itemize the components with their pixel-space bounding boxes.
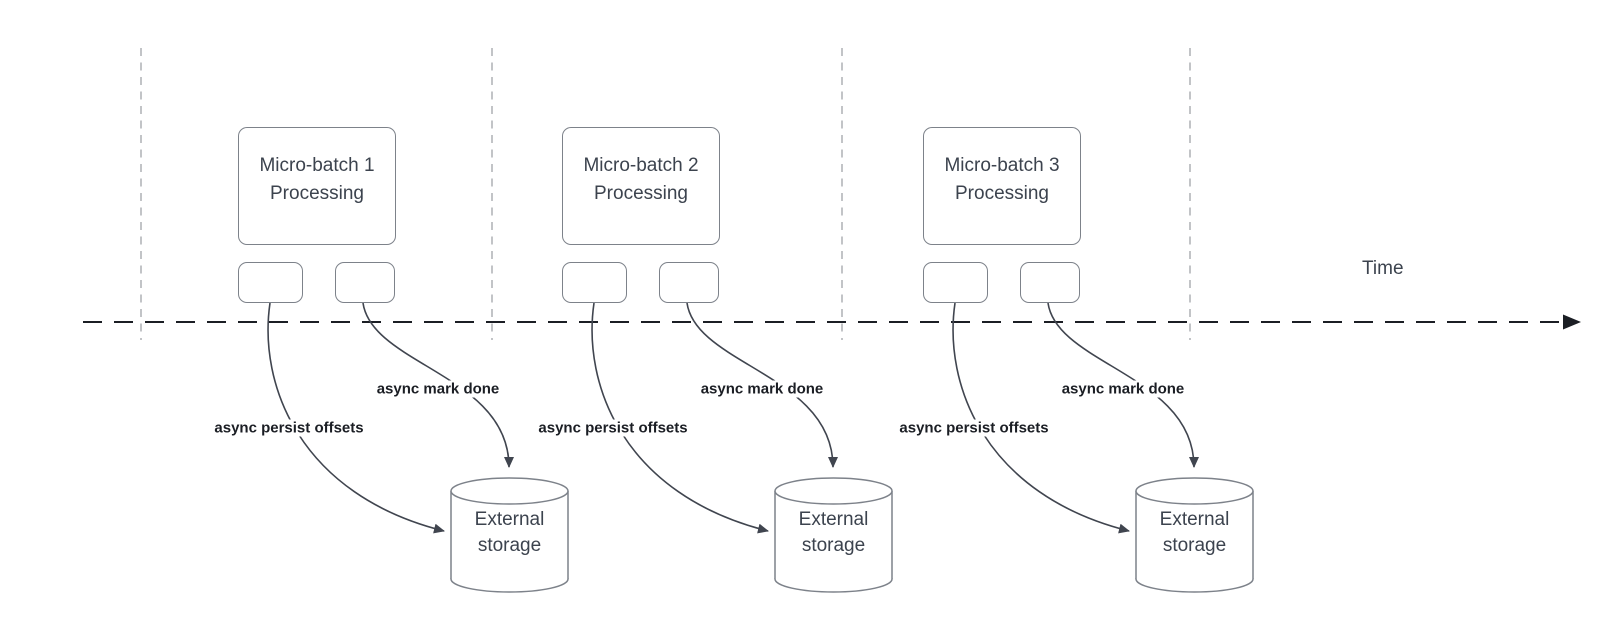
external-storage-label-line1: External	[798, 509, 869, 530]
external-storage-label-line2: storage	[1162, 535, 1227, 556]
storage-cylinders	[450, 477, 1254, 593]
micro-batch-box-3: Micro-batch 3 Processing	[923, 127, 1081, 245]
micro-batch-title-line1: Micro-batch 3	[944, 155, 1060, 176]
micro-batch-title-line1: Micro-batch 2	[583, 155, 699, 176]
external-storage-cylinder-sides-1	[450, 491, 569, 579]
time-axis-label: Time	[1362, 258, 1404, 279]
batch-window-dividers	[140, 48, 1191, 340]
time-axis-arrowhead-icon	[1563, 314, 1581, 330]
mark-done-arrow-2	[686, 302, 838, 468]
mark-done-task-box-2	[659, 262, 719, 303]
mark-done-label-2: async mark done	[697, 380, 827, 398]
persist-offsets-label-1: async persist offsets	[211, 419, 367, 437]
offsets-task-box-2	[562, 262, 627, 303]
external-storage-cylinder-top-3	[1135, 477, 1254, 505]
micro-batch-title-line1: Micro-batch 1	[259, 155, 375, 176]
external-storage-cylinder-body-1	[451, 490, 568, 579]
micro-batch-box-1: Micro-batch 1 Processing	[238, 127, 396, 245]
offsets-task-box-1	[238, 262, 303, 303]
external-storage-cylinder-sides-2	[774, 491, 893, 579]
external-storage-cylinder-body-3	[1136, 490, 1253, 579]
mark-done-label-3: async mark done	[1058, 380, 1188, 398]
persist-offsets-label-3: async persist offsets	[896, 419, 1052, 437]
mark-done-arrow-3	[1047, 302, 1199, 468]
external-storage-cylinder-sides-3	[1135, 491, 1254, 579]
external-storage-cylinder-body-2	[775, 490, 892, 579]
mark-done-task-box-3	[1020, 262, 1080, 303]
mark-done-task-box-1	[335, 262, 395, 303]
external-storage-label-3: External storage	[1136, 483, 1253, 583]
micro-batch-title-line2: Processing	[955, 183, 1049, 204]
external-storage-label-2: External storage	[775, 483, 892, 583]
micro-batch-box-2: Micro-batch 2 Processing	[562, 127, 720, 245]
mark-done-label-1: async mark done	[373, 380, 503, 398]
external-storage-cylinder-top-1	[450, 477, 569, 505]
external-storage-label-line2: storage	[477, 535, 542, 556]
external-storage-label-1: External storage	[451, 483, 568, 583]
external-storage-label-line1: External	[1159, 509, 1230, 530]
offsets-task-box-3	[923, 262, 988, 303]
persist-offsets-label-2: async persist offsets	[535, 419, 691, 437]
external-storage-label-line1: External	[474, 509, 545, 530]
mark-done-arrow-1	[362, 302, 514, 468]
micro-batch-title-line2: Processing	[594, 183, 688, 204]
micro-batch-title-line2: Processing	[270, 183, 364, 204]
external-storage-label-line2: storage	[801, 535, 866, 556]
external-storage-cylinder-top-2	[774, 477, 893, 505]
